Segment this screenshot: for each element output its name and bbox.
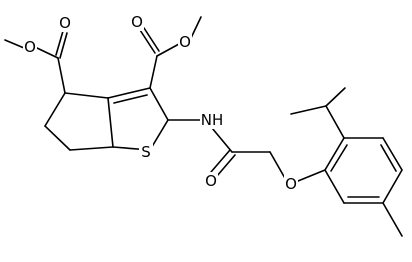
bond-isopropyl-methyl-a [325, 87, 346, 107]
bond-nh-amide-c [211, 127, 233, 153]
bond-ar-c1-c2-inner [330, 144, 348, 172]
label-o: O [24, 38, 36, 56]
bond-carbonyl-double-left-b [59, 32, 68, 59]
bond-c3-c2 [149, 87, 169, 121]
atom-o-ester-left-carbonyl: O [58, 14, 72, 32]
label-o: O [205, 172, 217, 190]
label-o: O [131, 13, 143, 31]
bond-carbonyl-double-right-a [139, 29, 156, 54]
atom-o-ester-right-ether: O [178, 33, 192, 51]
label-nh: NH [201, 111, 224, 129]
bond-carbonyl-double-left-a [55, 30, 64, 56]
label-o: O [59, 14, 71, 32]
bond-ester-right-to-ring [149, 55, 158, 89]
atom-label-layer: O O O O S NH O O [23, 13, 298, 193]
bond-ar-c3-c4 [382, 137, 403, 171]
atom-sulfur: S [139, 143, 153, 161]
bond-amide-co-double-b [216, 154, 236, 177]
bond-o-aryl [297, 169, 326, 182]
bond-ar-c3-c4-inner [380, 144, 397, 172]
label-o: O [179, 33, 191, 51]
bond-c3a-c3 [107, 87, 151, 99]
bond-amide-co-double-a [210, 149, 231, 173]
bond-isopropyl-methyl-b [290, 105, 327, 115]
bond-ar-c4-c5 [382, 169, 403, 204]
bond-layer [4, 16, 403, 237]
atom-o-ester-left-ether: O [23, 38, 37, 56]
bond-carbonyl-double-right-b [143, 27, 160, 52]
bond-cp-c6-c6a [69, 146, 114, 151]
bond-ch2-o [269, 151, 287, 181]
bond-c3a-c6a [107, 97, 114, 148]
atom-o-ester-right-carbonyl: O [130, 13, 144, 31]
bond-o-carbonyl-c-left [36, 47, 59, 59]
bond-o-carbonyl-c-right [156, 43, 180, 57]
atom-amide-nh: NH [200, 111, 224, 129]
label-o: O [285, 175, 297, 193]
bond-cp-c4-c3a [64, 92, 109, 99]
bond-methyl-o-left [4, 39, 25, 49]
bond-ester-left-to-ring [57, 57, 66, 94]
atom-aryl-ether-o: O [284, 175, 298, 193]
bond-ar-c1-c2 [324, 137, 345, 171]
bond-c3a-c3-inner [113, 94, 148, 104]
bond-cp-c5-c6 [44, 125, 71, 151]
bond-aryl-methyl [382, 202, 403, 237]
atom-amide-carbonyl-o: O [204, 172, 218, 190]
bond-cp-c4-c5 [44, 92, 66, 127]
bond-aryl-isopropyl-ch [325, 105, 345, 139]
label-s: S [141, 143, 151, 161]
bond-ar-c6-c1 [324, 169, 345, 204]
bond-methyl-o-right [190, 16, 202, 39]
